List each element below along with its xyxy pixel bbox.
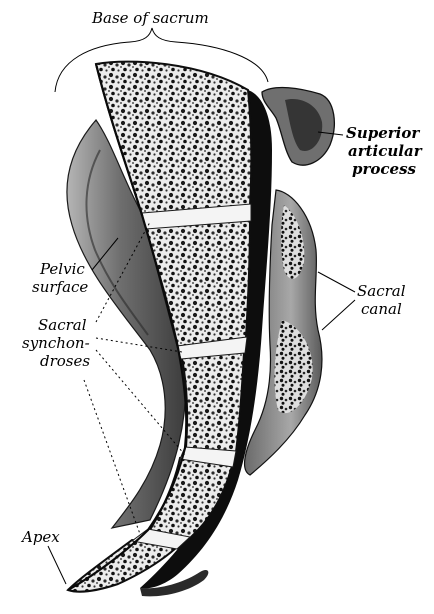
label-apex: Apex bbox=[20, 528, 60, 546]
leader-synchondrosis-4 bbox=[83, 379, 141, 535]
synchondrosis-4 bbox=[130, 528, 192, 550]
leader-synchondrosis-1 bbox=[95, 221, 151, 323]
sacral-canal-channel bbox=[140, 90, 272, 589]
base-of-sacrum-brace bbox=[54, 27, 269, 93]
articular-facet bbox=[285, 98, 323, 151]
dorsal-spongy-upper bbox=[281, 205, 305, 279]
vertebral-body-s5 bbox=[66, 538, 179, 593]
leader-sacral-canal-a bbox=[317, 271, 356, 293]
leader-apex bbox=[47, 545, 67, 585]
leader-pelvic-surface bbox=[91, 237, 119, 271]
synchondrosis-3 bbox=[179, 446, 237, 468]
label-pelvic-surface: Pelvic surface bbox=[32, 260, 90, 296]
label-sacral-canal: Sacral canal bbox=[357, 282, 410, 318]
leader-superior-articular-process bbox=[317, 131, 344, 136]
dorsal-spongy-lower bbox=[274, 320, 313, 414]
label-superior-articular-process: Superior articular process bbox=[346, 124, 427, 178]
leader-sacral-canal-b bbox=[321, 299, 356, 331]
pelvic-surface-shading bbox=[85, 149, 149, 336]
label-base-of-sacrum: Base of sacrum bbox=[91, 9, 209, 27]
vertebral-body-s3 bbox=[180, 350, 246, 454]
coccygeal-tip bbox=[140, 569, 209, 597]
anterior-surface-outline bbox=[67, 63, 188, 591]
label-sacral-synchondroses: Sacral synchon- droses bbox=[22, 316, 94, 370]
